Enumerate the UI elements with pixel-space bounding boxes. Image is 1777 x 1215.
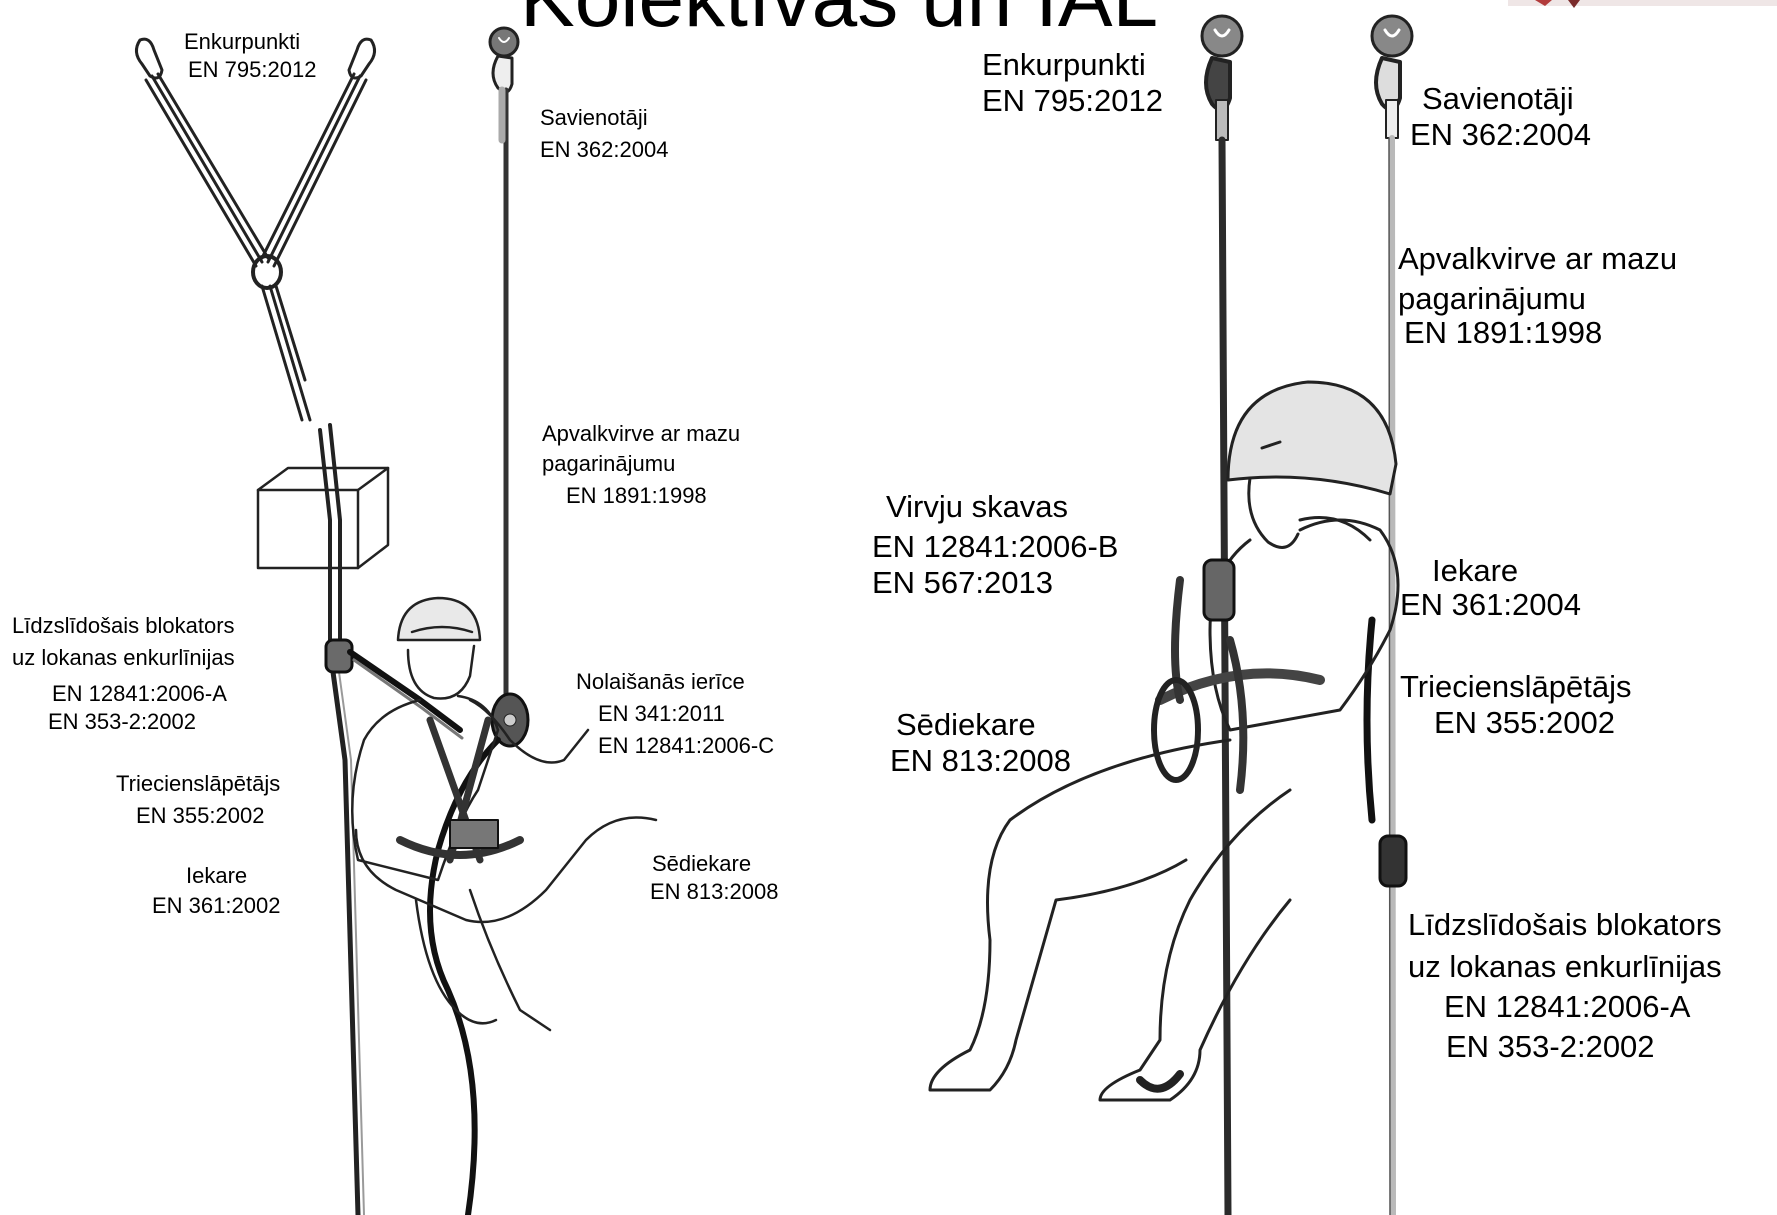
right-backup-device-label-line2: uz lokanas enkurlīnijas <box>1408 949 1722 984</box>
right-rope-clamps-standard-2: EN 567:2013 <box>872 565 1053 600</box>
left-anchor-standard: EN 795:2012 <box>188 57 317 82</box>
left-seat-harness-label: Sēdiekare <box>652 851 752 876</box>
right-worker-figure <box>928 380 1400 1102</box>
left-rope-label-line2: pagarinājumu <box>542 451 676 476</box>
left-harness-label: Iekare <box>186 863 248 888</box>
right-backup-device-standard-1: EN 12841:2006-A <box>1444 989 1691 1024</box>
right-scene <box>928 14 1414 1215</box>
right-connectors-label: Savienotāji <box>1422 81 1574 116</box>
right-seat-harness-standard: EN 813:2008 <box>890 743 1071 778</box>
left-edge-block <box>256 466 390 570</box>
right-rope-label-line1: Apvalkvirve ar mazu <box>1398 241 1678 276</box>
right-connectors-standard: EN 362:2004 <box>1410 117 1591 152</box>
left-descender-label: Nolaišanās ierīce <box>576 669 745 694</box>
right-seat-harness-label: Sēdiekare <box>896 707 1036 742</box>
left-seat-harness-standard: EN 813:2008 <box>650 879 779 904</box>
left-connectors-label: Savienotāji <box>540 105 648 130</box>
left-anchor-label: Enkurpunkti <box>184 29 301 54</box>
right-absorber-label: Triecienslāpētājs <box>1400 669 1632 704</box>
left-worker-figure <box>350 596 658 1032</box>
left-backup-device-standard-2: EN 353-2:2002 <box>48 709 196 734</box>
slide-title: Kolektīvās un IAL <box>520 0 1158 46</box>
left-connectors-standard: EN 362:2004 <box>540 137 669 162</box>
left-backup-line <box>327 647 361 1215</box>
right-rope-clamps-standard-1: EN 12841:2006-B <box>872 529 1119 564</box>
left-descender-standard-1: EN 341:2011 <box>598 701 725 726</box>
right-rope-clamps-label: Virvju skavas <box>886 489 1069 524</box>
left-rope-label-line1: Apvalkvirve ar mazu <box>542 421 741 446</box>
right-backup-device-icon <box>1363 616 1408 888</box>
left-harness-standard: EN 361:2002 <box>152 893 281 918</box>
right-backup-device-standard-2: EN 353-2:2002 <box>1446 1029 1655 1064</box>
corner-logo-fragment <box>1508 0 1777 8</box>
left-absorber-standard: EN 355:2002 <box>136 803 265 828</box>
left-descender-icon <box>427 692 530 1215</box>
right-rope-label-line2: pagarinājumu <box>1398 281 1586 316</box>
left-backup-device-label-line2: uz lokanas enkurlīnijas <box>12 645 235 670</box>
left-main-anchor-icon <box>488 26 520 94</box>
left-y-sling <box>144 72 368 652</box>
right-absorber-standard: EN 355:2002 <box>1434 705 1615 740</box>
left-scene <box>135 26 658 1215</box>
right-harness-standard: EN 361:2004 <box>1400 587 1581 622</box>
right-anchor-standard: EN 795:2012 <box>982 83 1163 118</box>
right-anchor-label: Enkurpunkti <box>982 47 1146 82</box>
left-backup-device-standard-1: EN 12841:2006-A <box>52 681 227 706</box>
left-rope-standard: EN 1891:1998 <box>566 483 707 508</box>
left-descender-standard-2: EN 12841:2006-C <box>598 733 775 758</box>
right-rope-standard: EN 1891:1998 <box>1404 315 1603 350</box>
right-backup-device-label-line1: Līdzslīdošais blokators <box>1408 907 1722 942</box>
right-anchor-icon-2 <box>1370 14 1414 139</box>
right-harness-label: Iekare <box>1432 553 1519 588</box>
right-backup-line <box>1389 135 1396 1215</box>
left-backup-device-label-line1: Līdzslīdošais blokators <box>12 613 235 638</box>
right-anchor-icon-1 <box>1200 14 1244 141</box>
left-absorber-label: Triecienslāpētājs <box>116 771 281 796</box>
